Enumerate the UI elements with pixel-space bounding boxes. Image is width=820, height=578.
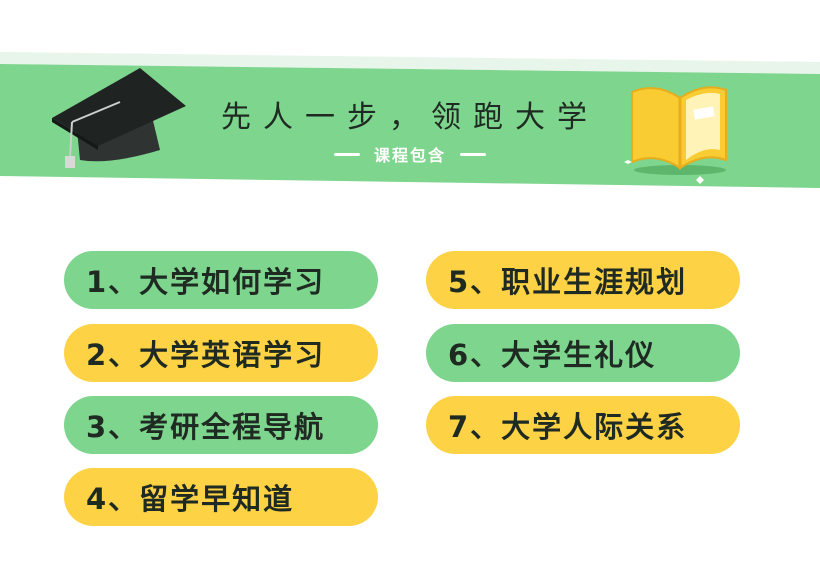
subtitle-dash-right bbox=[460, 152, 486, 156]
page-title: 先人一步，领跑大学 bbox=[221, 100, 599, 135]
banner-background bbox=[0, 64, 820, 188]
subtitle-dash-left bbox=[333, 152, 360, 156]
course-item-4: 4、留学早知道 bbox=[64, 468, 378, 526]
course-item-2: 2、大学英语学习 bbox=[64, 324, 378, 382]
course-item-5: 5、职业生涯规划 bbox=[426, 251, 740, 309]
course-item-7: 7、大学人际关系 bbox=[426, 396, 740, 454]
course-item-3: 3、考研全程导航 bbox=[64, 396, 378, 454]
course-item-6: 6、大学生礼仪 bbox=[426, 324, 740, 382]
course-item-1: 1、大学如何学习 bbox=[64, 251, 378, 309]
subtitle-text: 课程包含 bbox=[373, 146, 446, 165]
section-subtitle: 课程包含 bbox=[290, 142, 530, 166]
graduation-cap-icon bbox=[52, 68, 186, 168]
open-book-icon bbox=[624, 86, 727, 184]
